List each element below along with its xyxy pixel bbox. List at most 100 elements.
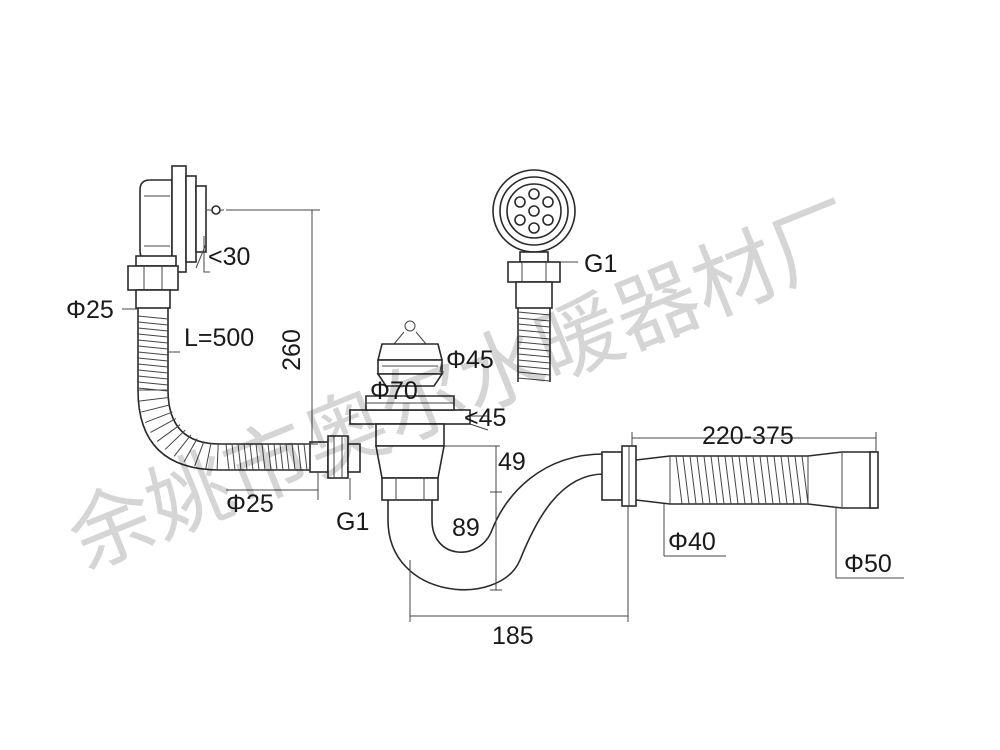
drain-hole: [528, 205, 540, 217]
overflow-head: [135, 165, 224, 273]
hose-rib: [144, 411, 173, 424]
outlet-rib: [773, 455, 781, 505]
dimension-lines: [122, 209, 904, 622]
hose-rib: [216, 443, 219, 470]
hose-rib: [137, 315, 169, 320]
outlet-rib: [717, 455, 725, 505]
drain-hole: [542, 196, 554, 208]
hose-rib: [285, 443, 290, 471]
outlet-rib: [703, 455, 711, 505]
hose-rib: [267, 443, 272, 471]
hose-rib: [291, 443, 296, 471]
outlet-rib: [738, 455, 746, 505]
dimension-labels: <30 G1 Φ25 L=500 260 Φ45 Φ70 <45 220-375…: [66, 243, 892, 650]
drain-rib: [517, 353, 551, 358]
outlet-rib: [696, 455, 704, 505]
drain-rib: [517, 359, 551, 364]
label-height-49: 49: [498, 448, 526, 476]
s-trap-tube: [387, 453, 608, 591]
hose-rib: [231, 443, 236, 471]
hose-rib: [237, 443, 242, 471]
outlet-rib: [759, 455, 767, 505]
hose-rib: [225, 443, 230, 471]
hose-rib: [156, 424, 181, 442]
grid-drain-head: [492, 169, 576, 309]
outlet-rib: [766, 455, 774, 505]
drain-rib: [517, 335, 551, 340]
label-g1-bottom: G1: [336, 508, 369, 536]
outlet-rib: [801, 455, 809, 505]
label-phi25-bottom: Φ25: [226, 490, 274, 518]
hose-rib: [183, 438, 198, 463]
hose-rib: [243, 443, 248, 471]
drain-corrugated-pipe: [517, 308, 551, 382]
drain-rib: [517, 347, 551, 352]
trap-outlet-nut: [601, 445, 637, 507]
drain-hole: [514, 196, 526, 208]
label-angle-45: <45: [464, 404, 506, 432]
hose-rib: [194, 441, 205, 467]
label-length-500: L=500: [184, 324, 254, 352]
corrugated-overflow-hose: [137, 308, 312, 471]
label-g1-top: G1: [584, 250, 617, 278]
hose-rib: [137, 345, 169, 350]
drain-rib: [517, 311, 551, 316]
hose-rib: [137, 351, 169, 356]
drain-rib: [517, 377, 551, 382]
hose-rib: [137, 327, 169, 332]
hose-rib: [261, 443, 266, 471]
hose-rib: [137, 339, 169, 344]
outlet-rib: [752, 455, 760, 505]
hose-rib: [303, 443, 308, 471]
label-phi25-top: Φ25: [66, 296, 114, 324]
outlet-rib: [710, 455, 718, 505]
label-height-260: 260: [278, 329, 306, 371]
label-angle-30: <30: [208, 243, 250, 271]
hose-rib: [141, 404, 171, 413]
overflow-nut: [127, 265, 179, 309]
hose-rib: [273, 443, 278, 471]
hose-rib: [138, 397, 169, 402]
drain-hole: [514, 214, 526, 226]
outlet-rib: [689, 455, 697, 505]
label-phi50: Φ50: [844, 550, 892, 578]
stopper-plug: [376, 320, 444, 387]
drain-rib: [517, 317, 551, 322]
hose-rib: [137, 321, 169, 326]
drain-rib: [517, 341, 551, 346]
hose-rib: [279, 443, 284, 471]
drain-rib: [517, 329, 551, 334]
hose-rib: [150, 418, 177, 433]
hose-rib: [249, 443, 254, 471]
label-phi45: Φ45: [446, 346, 494, 374]
extendable-outlet-hose: [635, 451, 879, 509]
trap-body: [349, 395, 471, 501]
hose-connector: [309, 435, 361, 479]
hose-rib: [137, 363, 169, 368]
outlet-rib: [745, 455, 753, 505]
outlet-rib: [787, 455, 795, 505]
hose-rib: [297, 443, 302, 471]
drain-rib: [517, 371, 551, 376]
hose-rib: [255, 443, 260, 471]
outlet-rib: [724, 455, 732, 505]
outlet-rib: [675, 455, 683, 505]
outlet-rib: [780, 455, 788, 505]
label-phi40: Φ40: [668, 528, 716, 556]
label-height-89: 89: [452, 514, 480, 542]
drain-hole: [542, 214, 554, 226]
outlet-rib: [682, 455, 690, 505]
drain-hole: [528, 222, 540, 234]
hose-rib: [173, 434, 192, 457]
label-length-220-375: 220-375: [702, 422, 794, 450]
outlet-rib: [731, 455, 739, 505]
drain-rib: [517, 365, 551, 370]
hose-rib: [137, 369, 169, 374]
drain-hole: [528, 188, 540, 200]
hose-rib: [164, 429, 186, 450]
hose-rib: [137, 357, 169, 362]
hose-rib: [137, 375, 169, 380]
label-phi70: Φ70: [370, 377, 418, 405]
drain-rib: [517, 323, 551, 328]
